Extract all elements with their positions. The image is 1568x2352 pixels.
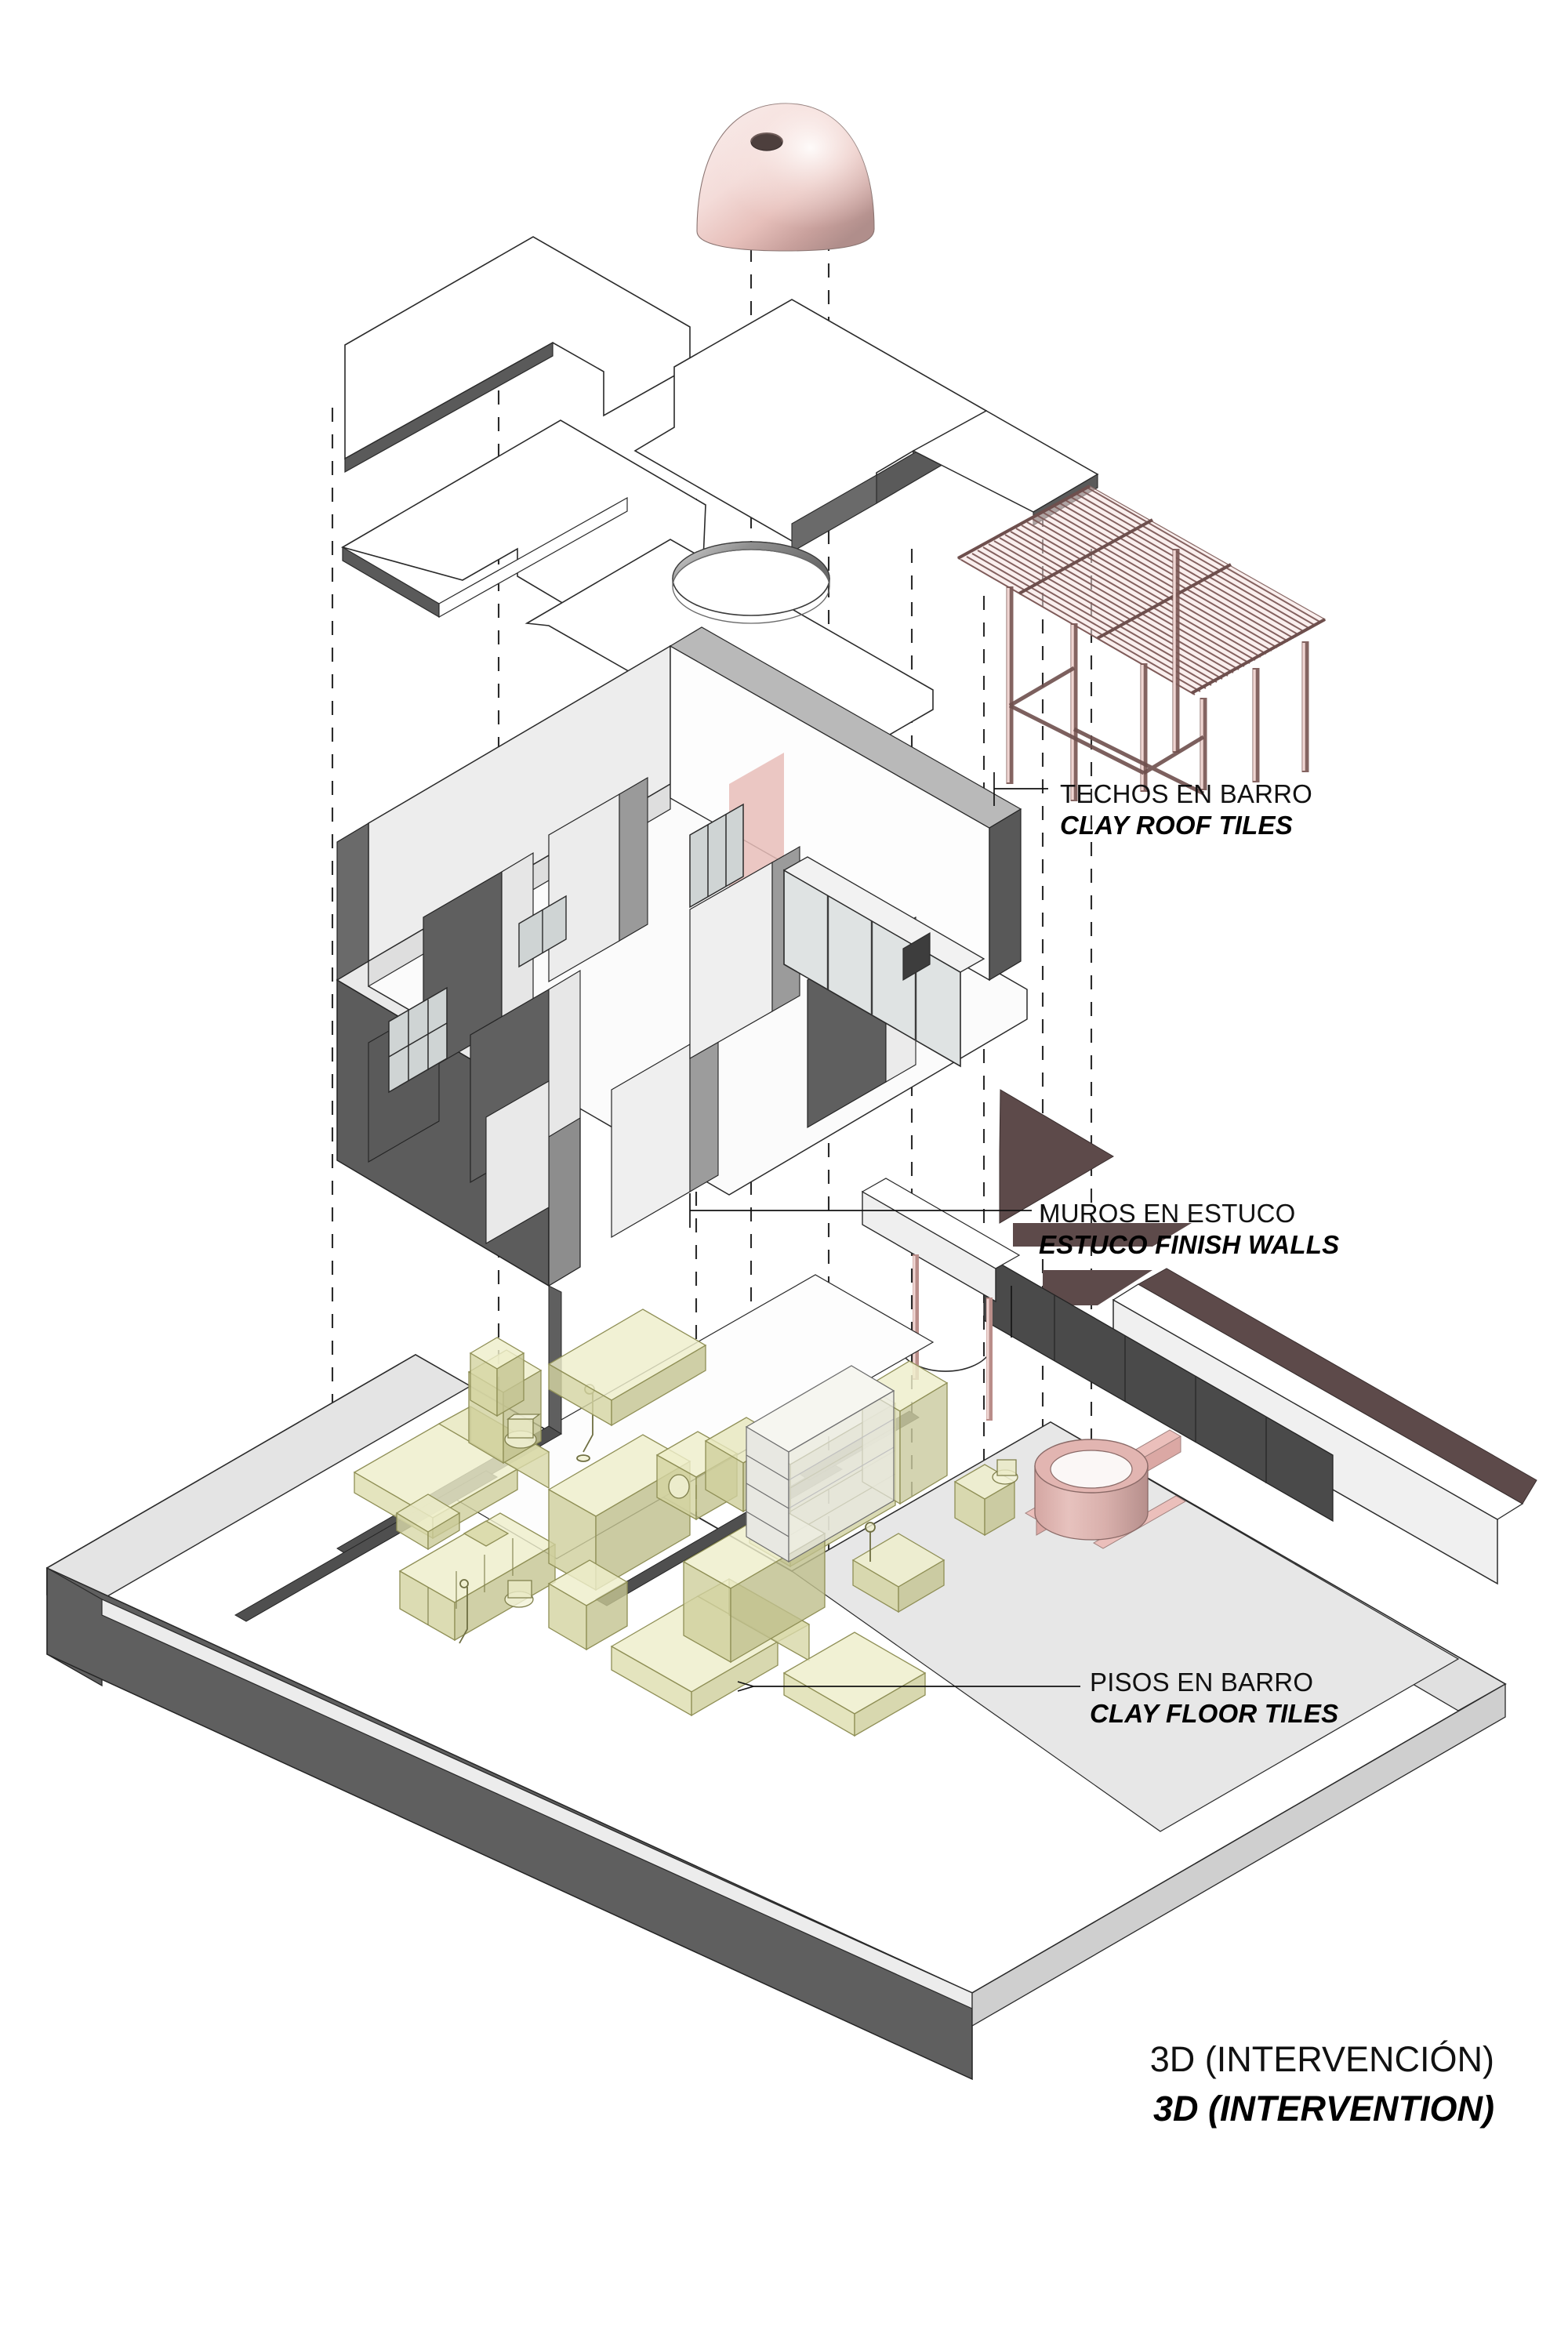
floor-shelving-unit	[745, 1365, 895, 1563]
wall-right-outer-shade	[989, 808, 1022, 982]
title-block: 3D (INTERVENCIÓN) 3D (INTERVENTION)	[1000, 2038, 1494, 2129]
layer-pergola	[956, 485, 1327, 801]
floor-well-cylinder	[1034, 1439, 1149, 1541]
callout-floor-label-en: CLAY FLOOR TILES	[1090, 1698, 1339, 1728]
wall-level-clay-columns	[913, 1254, 993, 1421]
callout-walls-label-en: ESTUCO FINISH WALLS	[1039, 1229, 1340, 1259]
callout-floor-label-es: PISOS EN BARRO	[1090, 1668, 1314, 1697]
floor-zone-right-paving	[790, 1421, 1460, 1832]
furniture-shower-2	[459, 1579, 469, 1644]
leader-roof	[993, 772, 1048, 806]
wall-right-wing-panel-joints	[1054, 1295, 1267, 1483]
dome-oculus-lip	[750, 132, 783, 143]
wall-right-wing-inner-dark	[983, 1253, 1334, 1523]
furniture-toilet-1	[504, 1414, 541, 1449]
callout-leaders	[689, 772, 1080, 1686]
callout-roof-label-en: CLAY ROOF TILES	[1060, 810, 1293, 840]
callout-roof-label-es: TECHOS EN BARRO	[1060, 779, 1313, 808]
furniture-lamp-icon	[865, 1522, 876, 1562]
wall-right-wing-cap-mauve	[1137, 1268, 1537, 1504]
furniture-nightstand-1	[395, 1494, 461, 1551]
wall-back-panel-shadow	[336, 822, 369, 982]
drawing-title-en: 3D (INTERVENTION)	[1152, 2089, 1494, 2129]
leader-walls	[689, 1193, 1032, 1228]
layer-furniture	[353, 1308, 1018, 1737]
wall-glazing	[782, 856, 985, 1068]
furniture-desk-1	[547, 1559, 629, 1651]
furniture-toilet-3	[992, 1459, 1018, 1485]
pergola-columns	[1006, 549, 1309, 801]
roof-plate-rear-left-edge	[344, 341, 554, 474]
roof-plate-middle-edge-bottom	[438, 496, 628, 619]
furniture-desk-2	[851, 1533, 946, 1613]
roof-plate-rear-left	[344, 236, 691, 460]
callout-walls: MUROS EN ESTUCO ESTUCO FINISH WALLS	[1039, 1199, 1340, 1260]
floor-plinth-right-face	[971, 1682, 1506, 2027]
furniture-bed-3	[782, 1632, 927, 1737]
wall-caps-mauve	[999, 1089, 1192, 1305]
roof-oculus-opening-icon	[672, 541, 830, 624]
furniture-appliance-stack	[469, 1337, 525, 1417]
pergola-beams	[957, 485, 1326, 695]
callout-roof: TECHOS EN BARRO CLAY ROOF TILES	[1060, 779, 1313, 840]
drawing-title-es: 3D (INTERVENCIÓN)	[1149, 2039, 1494, 2079]
pergola-rails	[1008, 666, 1205, 796]
layer-floor-slab	[45, 1274, 1507, 2081]
dome-highlight	[697, 103, 874, 251]
callout-floor: PISOS EN BARRO CLAY FLOOR TILES	[1090, 1668, 1338, 1729]
furniture-toilet-2	[504, 1580, 534, 1608]
furniture-kitchen-counter	[398, 1512, 557, 1642]
callout-walls-label-es: MUROS EN ESTUCO	[1039, 1199, 1296, 1228]
layer-dome-cupola	[696, 103, 875, 252]
wall-bridge-center-cap	[861, 1178, 1021, 1269]
furniture-counter-right	[547, 1308, 707, 1427]
layer-walls	[336, 626, 1537, 1585]
roof-plate-main	[633, 299, 987, 542]
wall-windows	[388, 803, 931, 1094]
